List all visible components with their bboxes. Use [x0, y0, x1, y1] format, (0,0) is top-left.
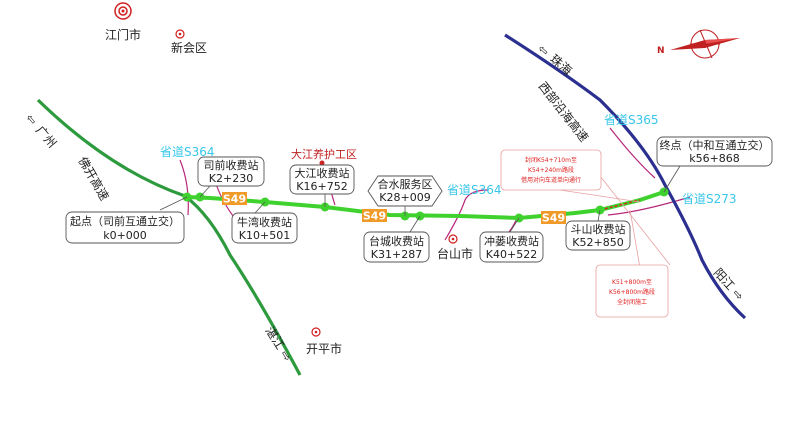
- foshan-kaiping-expressway: [36, 98, 302, 376]
- closure-upper-line-2: K54+240m路段: [528, 166, 574, 174]
- maintenance-area-dot: [319, 160, 325, 166]
- expressway-foshan-kaiping-label: 佛开高速: [75, 154, 112, 203]
- callout-end[interactable]: 终点（中和互通立交） k56+868: [656, 136, 773, 193]
- hw-shield-s49-c: S49: [541, 211, 566, 225]
- station-chonglou-name: 冲蒌收费站: [484, 234, 539, 248]
- city-jiangmen: 江门市: [105, 27, 141, 42]
- station-doushan-name: 斗山收费站: [571, 222, 626, 236]
- hw-shield-s49-b: S49: [362, 209, 387, 223]
- closure-upper-line-1: 封闭K54+710m至: [525, 156, 577, 164]
- hw-shield-s49-a: S49: [222, 192, 247, 206]
- direction-zhuhai: 珠海: [547, 51, 575, 78]
- station-chonglou-km: K40+522: [486, 248, 537, 261]
- prov-label-s364-a: 省道S364: [160, 145, 215, 159]
- prov-label-s364-b: 省道S364: [447, 183, 502, 197]
- callout-start[interactable]: 起点（司前互通立交） k0+000: [65, 196, 188, 244]
- city-jiangmen-symbol: [114, 2, 132, 20]
- closure-leader-2: [599, 175, 671, 266]
- closure-lower-line-2: K56+800m路段: [609, 288, 655, 296]
- direction-arrow-guangzhou-icon: ⇦: [23, 111, 40, 128]
- closure-lower-line-1: K51+800m至: [612, 279, 652, 286]
- svg-text:S49: S49: [542, 212, 565, 225]
- svg-text:S49: S49: [223, 193, 246, 206]
- callout-doushan[interactable]: 斗山收费站 K52+850: [565, 209, 631, 251]
- station-doushan-km: K52+850: [572, 236, 623, 249]
- station-dajiang-km: K16+752: [296, 180, 347, 193]
- city-taishan: 台山市: [437, 246, 473, 261]
- direction-yangjiang: 阳江: [711, 266, 737, 293]
- provincial-road-s273: [607, 196, 691, 216]
- station-taicheng-km: K31+287: [371, 248, 422, 261]
- station-niuwan-name: 牛湾收费站: [237, 215, 292, 229]
- compass-north-label: N: [657, 46, 665, 56]
- direction-arrow-yangjiang-icon: ⇨: [730, 286, 747, 303]
- callout-taicheng[interactable]: 台城收费站 K31+287: [363, 215, 430, 263]
- callout-chonglou[interactable]: 冲蒌收费站 K40+522: [479, 217, 544, 263]
- station-heshui-name: 合水服务区: [378, 177, 433, 191]
- provincial-road-s364-west: [179, 159, 189, 216]
- closure-segment: [599, 199, 641, 211]
- city-xinhui: 新会区: [171, 40, 207, 55]
- city-xinhui-symbol: [175, 29, 185, 39]
- callout-siqian[interactable]: 司前收费站 K2+230: [197, 156, 265, 198]
- station-dajiang-name: 大江收费站: [295, 166, 350, 180]
- closure-note-lower[interactable]: K51+800m至 K56+800m路段 全封闭施工: [595, 264, 669, 318]
- callout-niuwan[interactable]: 牛湾收费站 K10+501: [231, 201, 298, 244]
- station-siqian-km: K2+230: [209, 172, 253, 185]
- compass-icon: [670, 29, 740, 59]
- station-niuwan-km: K10+501: [239, 229, 290, 242]
- closure-lower-line-3: 全封闭施工: [617, 298, 647, 306]
- closure-upper-line-3: 借用对向车道单向通行: [521, 176, 581, 184]
- city-kaiping: 开平市: [306, 341, 342, 356]
- provincial-road-s365: [609, 127, 656, 179]
- city-kaiping-symbol: [311, 327, 321, 337]
- station-start-name: 起点（司前互通立交）: [70, 214, 180, 228]
- station-end-km: k56+868: [689, 152, 740, 165]
- svg-text:S49: S49: [363, 210, 386, 223]
- station-taicheng-name: 台城收费站: [369, 234, 424, 248]
- direction-zhanjiang: 湛江: [262, 324, 287, 352]
- prov-label-s273: 省道S273: [682, 192, 737, 206]
- station-heshui-km: K28+009: [379, 191, 430, 204]
- maintenance-area-label: 大江养护工区: [291, 147, 357, 161]
- direction-guangzhou: 广州: [33, 123, 59, 150]
- closure-leader-1: [559, 189, 641, 203]
- western-coastal-expressway: [504, 33, 747, 320]
- station-start-km: k0+000: [103, 229, 147, 242]
- provincial-road-s364-east: [444, 189, 489, 241]
- callout-heshui[interactable]: 合水服务区 K28+009: [367, 175, 443, 216]
- closure-leader-3: [629, 209, 641, 269]
- station-end-name: 终点（中和互通立交）: [660, 138, 770, 152]
- callout-dajiang[interactable]: 大江收费站 K16+752: [289, 164, 355, 207]
- prov-label-s365: 省道S365: [604, 113, 659, 127]
- city-taishan-symbol: [448, 234, 458, 244]
- station-siqian-name: 司前收费站: [204, 158, 259, 172]
- closure-note-upper[interactable]: 封闭K54+710m至 K54+240m路段 借用对向车道单向通行: [500, 149, 602, 191]
